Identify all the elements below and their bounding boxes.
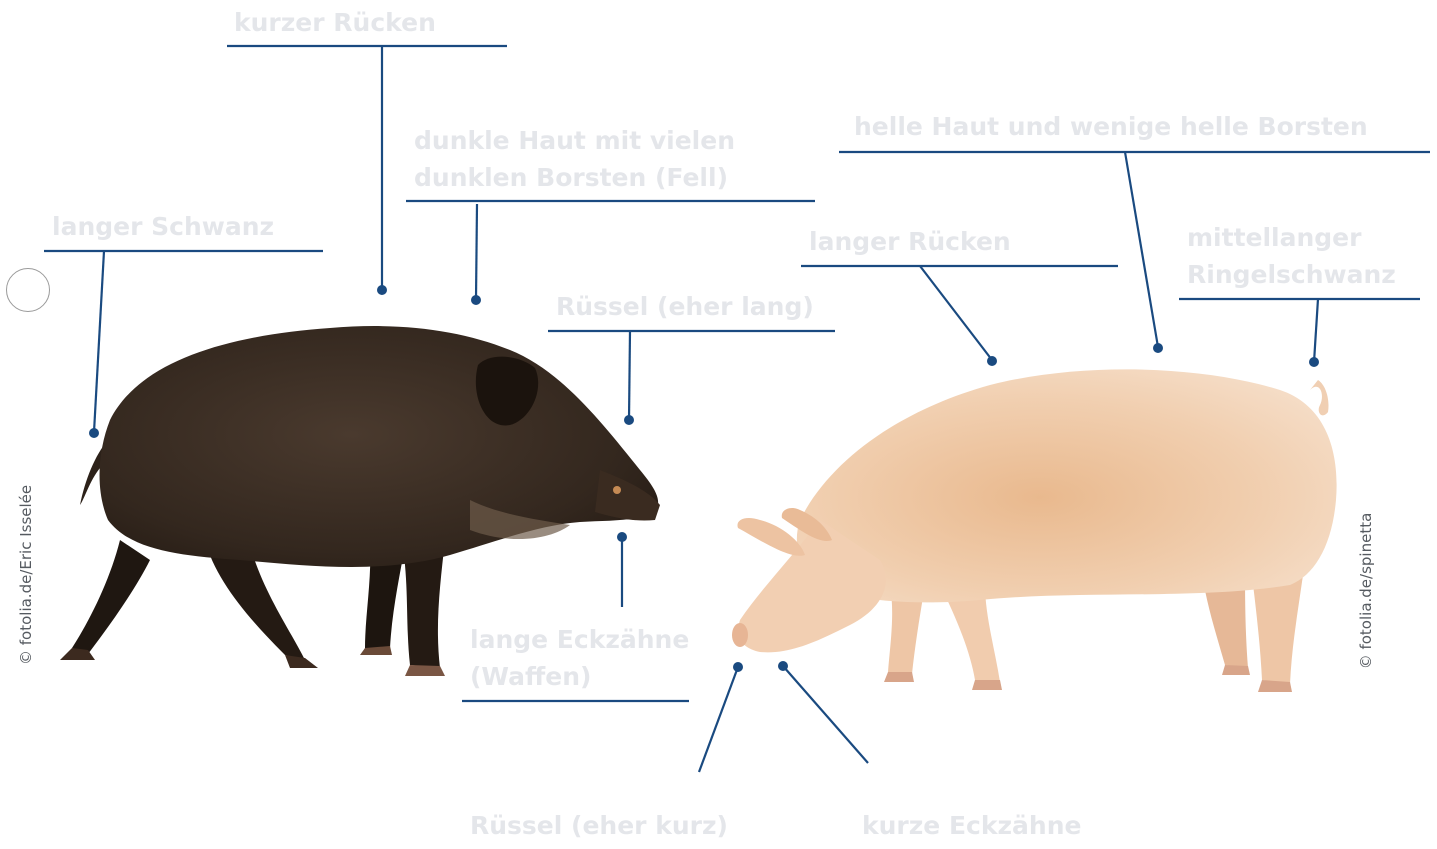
marker-dot-ruessel-kurz bbox=[733, 662, 743, 672]
marker-dot-lange-eckzaehne bbox=[617, 532, 627, 542]
label-helle-haut: helle Haut und wenige helle Borsten bbox=[854, 108, 1368, 146]
photo-credit-left: © fotolia.de/Eric Isselée bbox=[17, 485, 35, 665]
leader-ruessel-lang bbox=[629, 331, 630, 420]
marker-dot-kurze-eckzaehne bbox=[778, 661, 788, 671]
label-mittellanger-line2: Ringelschwanz bbox=[1187, 256, 1396, 294]
leader-kurze-eckzaehne bbox=[783, 666, 868, 763]
label-langer-ruecken: langer Rücken bbox=[809, 223, 1011, 261]
leader-langer-schwanz bbox=[94, 251, 104, 432]
domestic-pig-image bbox=[732, 369, 1337, 692]
circle-toggle-button[interactable] bbox=[6, 268, 50, 312]
label-kurze-eckzaehne: kurze Eckzähne bbox=[862, 807, 1081, 845]
marker-dot-ringelschwanz bbox=[1309, 357, 1319, 367]
label-kurzer-ruecken: kurzer Rücken bbox=[234, 4, 436, 42]
photo-credit-right: © fotolia.de/spinetta bbox=[1357, 511, 1375, 671]
marker-dot-ruessel-lang bbox=[624, 415, 634, 425]
leader-langer-ruecken bbox=[920, 266, 992, 360]
label-lange-eckzaehne-line2: (Waffen) bbox=[470, 658, 591, 696]
leader-ruessel-kurz bbox=[699, 667, 738, 772]
leader-ringelschwanz bbox=[1314, 299, 1318, 362]
label-ruessel-lang: Rüssel (eher lang) bbox=[556, 288, 814, 326]
label-ruessel-kurz: Rüssel (eher kurz) bbox=[470, 807, 728, 845]
label-dunkle-haut-line2: dunklen Borsten (Fell) bbox=[414, 159, 728, 197]
marker-dot-kurzer-ruecken bbox=[377, 285, 387, 295]
leader-helle-haut bbox=[1125, 152, 1158, 347]
marker-dot-dunkle-haut bbox=[471, 295, 481, 305]
leader-dunkle-haut bbox=[476, 204, 477, 299]
label-langer-schwanz: langer Schwanz bbox=[52, 208, 274, 246]
label-mittellanger-line1: mittellanger bbox=[1187, 219, 1361, 257]
label-dunkle-haut-line1: dunkle Haut mit vielen bbox=[414, 122, 735, 160]
marker-dot-langer-schwanz bbox=[89, 428, 99, 438]
marker-dot-helle-haut bbox=[1153, 343, 1163, 353]
label-lange-eckzaehne-line1: lange Eckzähne bbox=[470, 621, 689, 659]
marker-dot-langer-ruecken bbox=[987, 356, 997, 366]
